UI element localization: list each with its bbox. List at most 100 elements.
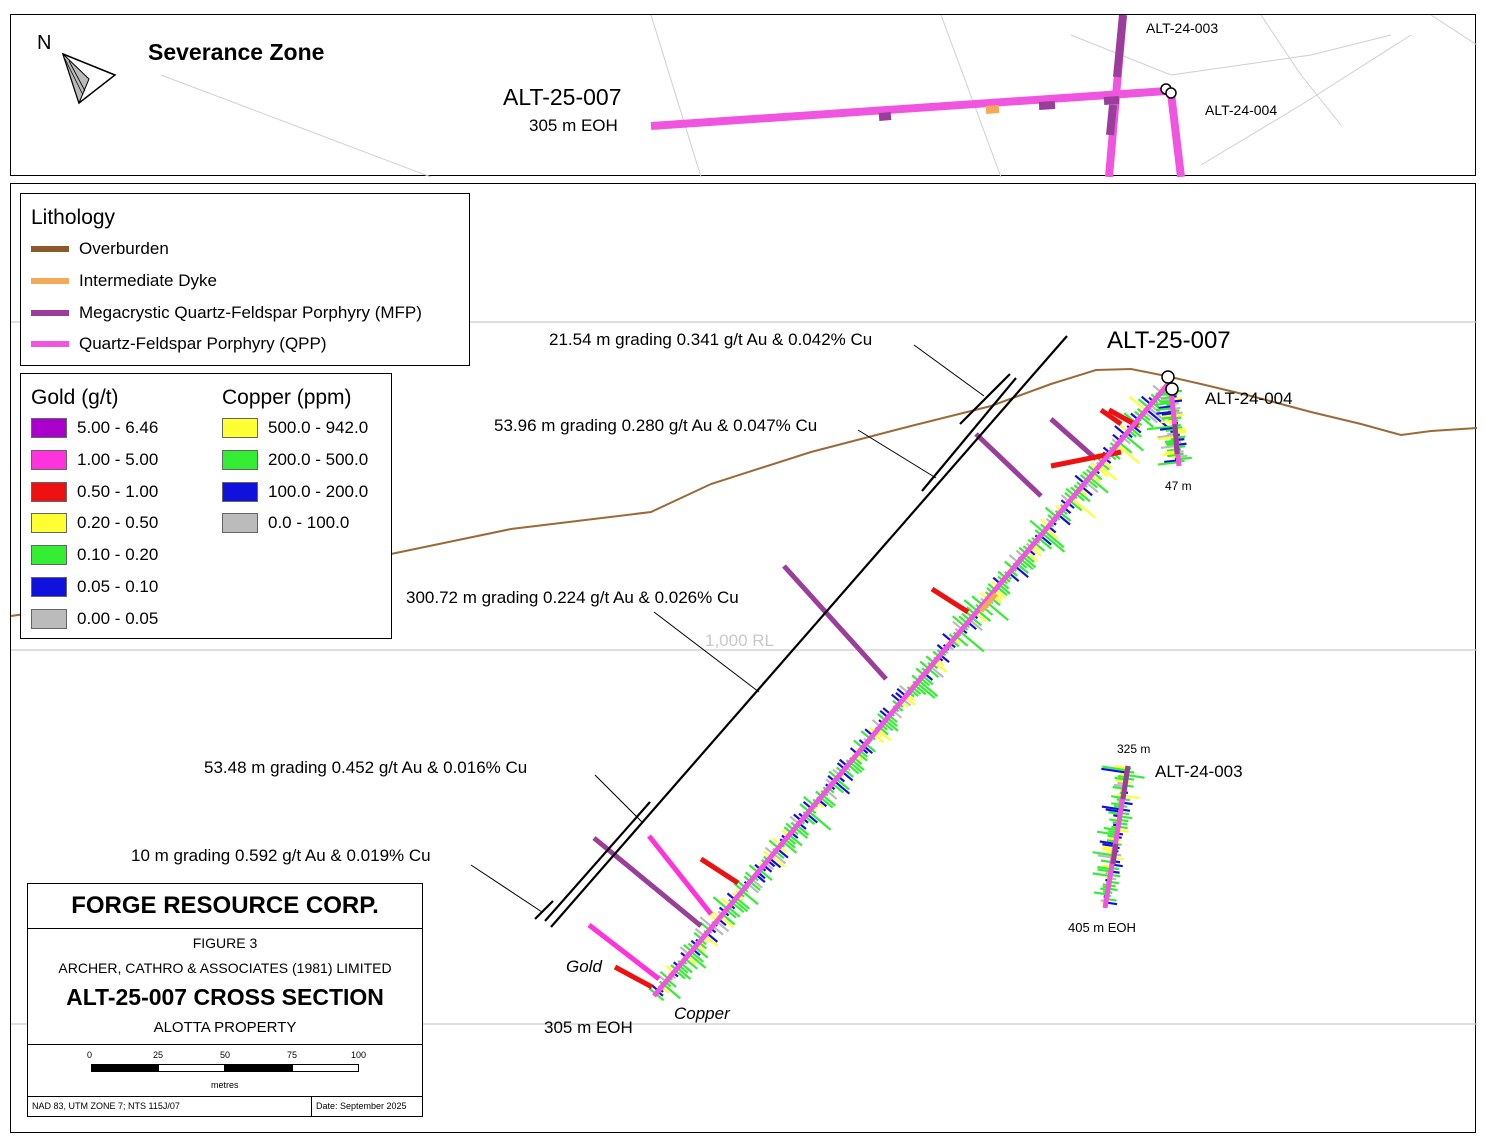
assay-bar: [772, 852, 787, 865]
lithology-item: Overburden: [31, 239, 169, 259]
assay-bar: [1092, 872, 1111, 878]
copper-legend-item: 500.0 - 942.0: [222, 418, 368, 438]
assay-bar: [1084, 481, 1099, 494]
gold-legend-item: 0.50 - 1.00: [31, 482, 158, 502]
assay-bar: [741, 890, 759, 906]
inset-hole-alt-25-007: [650, 87, 1168, 130]
gold-legend-item: 0.10 - 0.20: [31, 545, 158, 565]
assay-bar: [833, 780, 851, 795]
rl-label: 1,000 RL: [705, 631, 774, 650]
assay-bar: [1037, 537, 1053, 550]
assay-bar: [1143, 410, 1159, 424]
gold-intercept-bar: [930, 586, 970, 615]
copper-legend-item: 200.0 - 500.0: [222, 450, 368, 470]
assay-bar: [731, 901, 745, 914]
assay-bar: [1022, 555, 1037, 569]
lithology-legend-title: Lithology: [31, 206, 116, 229]
main-hole-depth: 305 m EOH: [544, 1018, 633, 1037]
lithology-swatch: [31, 246, 69, 252]
assay-bar: [1099, 840, 1116, 845]
assay-bar: [1159, 426, 1176, 431]
assay-bar: [759, 869, 773, 881]
gold-legend-item: 5.00 - 6.46: [31, 418, 158, 438]
gold-legend-title: Gold (g/t): [31, 386, 119, 409]
assay-bar: [1114, 765, 1128, 770]
hole-alt-24-004-label: ALT-24-004: [1205, 389, 1293, 408]
assay-bar: [782, 841, 798, 854]
assay-bar: [849, 761, 863, 774]
assay-bar: [916, 682, 936, 699]
assay-traces: [587, 384, 1192, 1002]
title-block: FORGE RESOURCE CORP. FIGURE 3 ARCHER, CA…: [27, 883, 423, 1117]
north-label: N: [37, 32, 51, 54]
hole-alt-24-003-top: 325 m: [1117, 742, 1150, 756]
gold-legend-item: 0.20 - 0.50: [31, 513, 158, 533]
assay-bar: [1101, 805, 1121, 811]
assay-bar: [796, 824, 810, 836]
assay-bar: [716, 920, 730, 933]
assay-bar: [735, 897, 750, 910]
topography-line: [11, 367, 1477, 617]
collar-icon: [1161, 370, 1175, 384]
assay-bar: [794, 827, 809, 839]
assay-bar: [820, 796, 834, 809]
gold-intercept-bar: [699, 856, 740, 886]
hole-alt-25-007-trace: [652, 382, 1170, 998]
hole-alt-24-004-depth: 47 m: [1165, 479, 1192, 493]
collar-icon: [1165, 382, 1179, 396]
lithology-swatch: [31, 341, 69, 347]
lithology-swatch: [31, 278, 69, 284]
figure-number: FIGURE 3: [192, 935, 258, 951]
interval-label: 300.72 m grading 0.224 g/t Au & 0.026% C…: [406, 588, 739, 607]
grade-legend: Gold (g/t) Copper (ppm) 5.00 - 6.46 1.00…: [20, 373, 392, 639]
assay-bar: [1118, 441, 1133, 454]
assay-bar: [951, 615, 966, 628]
assay-bar: [1096, 830, 1118, 836]
copper-legend-title: Copper (ppm): [222, 386, 352, 409]
lithology-item: Quartz-Feldspar Porphyry (QPP): [31, 334, 327, 354]
assay-bar: [663, 983, 681, 1000]
inset-hole-alt-24-004: [1167, 92, 1185, 177]
gold-intercept-bar: [782, 564, 888, 681]
assay-bar: [1145, 408, 1170, 429]
assay-bar: [918, 679, 939, 698]
interval-label: 21.54 m grading 0.341 g/t Au & 0.042% Cu: [549, 330, 872, 349]
collar-icon: [1165, 87, 1177, 99]
gold-intercept-bar: [1099, 407, 1123, 427]
assay-bar: [727, 906, 741, 918]
scale-bar: 0 25 50 75 100 metres: [87, 1050, 367, 1090]
figure-title: ALT-25-007 CROSS SECTION: [66, 984, 384, 1010]
cross-section: 1,000 RL 21.54 m: [11, 321, 1477, 1037]
assay-bar: [822, 794, 836, 807]
copper-legend-item: 0.0 - 100.0: [222, 513, 349, 533]
interval-label: 53.48 m grading 0.452 g/t Au & 0.016% Cu: [204, 758, 527, 777]
gold-intercept-bar: [647, 834, 713, 916]
gold-legend-item: 0.05 - 0.10: [31, 577, 158, 597]
interval-label: 10 m grading 0.592 g/t Au & 0.019% Cu: [131, 846, 431, 865]
assay-bar: [1116, 443, 1140, 464]
copper-legend-item: 100.0 - 200.0: [222, 482, 368, 502]
assay-bar: [688, 953, 707, 969]
assay-bar: [733, 899, 749, 913]
datum-text: NAD 83, UTM ZONE 7; NTS 115J/07: [32, 1101, 180, 1111]
inset-hole-004-label: ALT-24-004: [1205, 102, 1277, 118]
assay-bar: [933, 661, 948, 673]
assay-bar: [680, 962, 693, 974]
assay-bar: [976, 609, 992, 622]
assay-bar: [1156, 410, 1174, 415]
date-text: Date: September 2025: [316, 1101, 407, 1111]
gold-intercept-bar: [613, 964, 654, 990]
assay-bar: [1157, 461, 1179, 466]
assay-bar: [720, 915, 734, 929]
lithology-item: Intermediate Dyke: [31, 271, 217, 291]
assay-bar: [808, 810, 832, 831]
hole-alt-24-003-depth: 405 m EOH: [1068, 920, 1136, 935]
inset-title: Severance Zone: [148, 39, 324, 65]
assay-bar: [1139, 415, 1154, 428]
assay-bar: [1124, 434, 1145, 452]
assay-bar: [690, 951, 704, 963]
assay-bar: [1014, 565, 1029, 579]
assay-bar: [959, 630, 985, 653]
assay-bar: [1092, 851, 1114, 857]
company-name: FORGE RESOURCE CORP.: [28, 884, 422, 929]
